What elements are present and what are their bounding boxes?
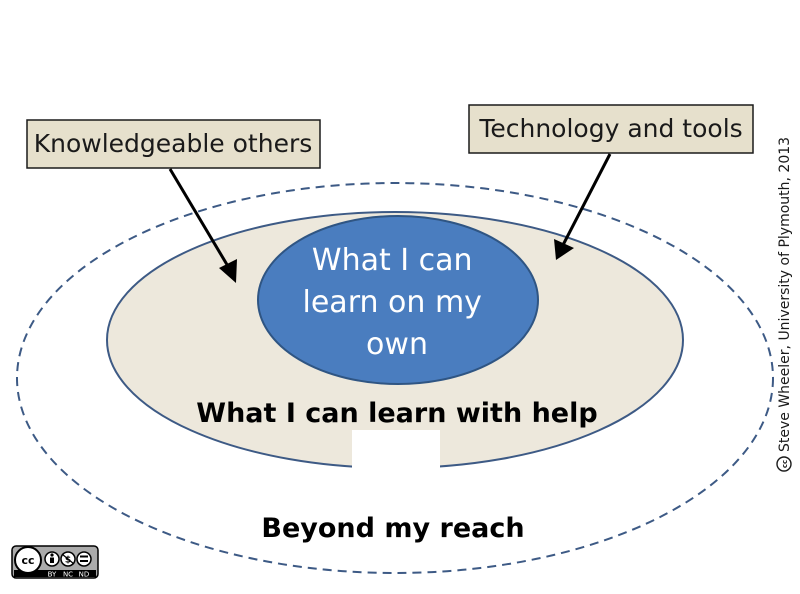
technology-and-tools-arrow	[554, 153, 612, 260]
white-patch	[352, 430, 440, 478]
middle-zone-label: What I can learn with help	[196, 398, 597, 429]
knowledgeable-others-box	[26, 119, 321, 169]
inner-zone-line-3: own	[366, 327, 428, 362]
creative-commons-icon: cc	[776, 456, 792, 472]
knowledgeable-others-arrow	[168, 168, 237, 283]
credit-block: cc Steve Wheeler, University of Plymouth…	[776, 137, 793, 472]
technology-and-tools-callout: Technology and tools	[468, 104, 754, 154]
inner-zone-line-1: What I can	[312, 243, 473, 278]
outer-zone-ellipse	[16, 182, 774, 574]
svg-text:cc: cc	[781, 460, 789, 468]
knowledgeable-others-label: Knowledgeable others	[34, 129, 313, 158]
knowledgeable-others-callout: Knowledgeable others	[26, 119, 321, 169]
outer-zone-label: Beyond my reach	[261, 513, 524, 544]
cc-term-nc: NC	[63, 571, 73, 579]
cc-badge-symbol: cc	[21, 554, 34, 567]
inner-zone-line-2: learn on my	[303, 285, 482, 320]
inner-zone-ellipse	[257, 215, 539, 385]
inner-zone-label: What I can learn on my own	[303, 243, 492, 362]
credit-text: Steve Wheeler, University of Plymouth, 2…	[777, 137, 793, 452]
cc-term-nd: ND	[79, 571, 90, 579]
cc-by-nc-nd-icon: cc $ BY NC ND	[11, 545, 99, 579]
technology-and-tools-box	[468, 104, 754, 154]
svg-text:$: $	[65, 556, 71, 566]
cc-term-by: BY	[48, 571, 57, 579]
technology-and-tools-label: Technology and tools	[478, 114, 742, 143]
